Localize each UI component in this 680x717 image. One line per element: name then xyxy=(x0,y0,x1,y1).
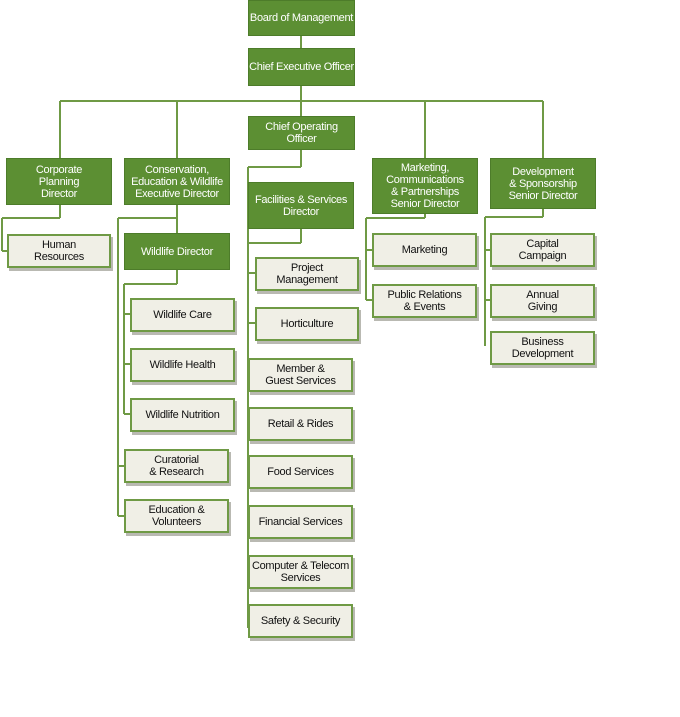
node-curatorial-research: Curatorial & Research xyxy=(124,449,229,483)
node-safety-security: Safety & Security xyxy=(248,604,353,638)
node-label: Corporate Planning Director xyxy=(35,163,83,200)
node-public-relations-events: Public Relations & Events xyxy=(372,284,477,318)
node-human-resources: Human Resources xyxy=(7,234,111,268)
node-development-senior-director: Development & Sponsorship Senior Directo… xyxy=(490,158,596,209)
node-label: Chief Operating Officer xyxy=(265,121,338,145)
node-education-volunteers: Education & Volunteers xyxy=(124,499,229,533)
node-label: Wildlife Care xyxy=(153,309,212,321)
node-food-services: Food Services xyxy=(248,455,353,489)
node-label: Conservation, Education & Wildlife Execu… xyxy=(131,163,223,200)
node-label: Chief Executive Officer xyxy=(249,61,354,73)
node-label: Education & Volunteers xyxy=(148,504,205,528)
node-label: Curatorial & Research xyxy=(149,454,204,478)
node-label: Capital Campaign xyxy=(518,238,567,262)
node-financial-services: Financial Services xyxy=(248,505,353,539)
node-conservation-executive-director: Conservation, Education & Wildlife Execu… xyxy=(124,158,230,205)
node-label: Project Management xyxy=(276,262,338,286)
node-label: Safety & Security xyxy=(260,615,341,627)
node-label: Board of Management xyxy=(249,12,354,24)
node-label: Annual Giving xyxy=(526,289,559,313)
node-label: Financial Services xyxy=(258,516,343,528)
node-project-management: Project Management xyxy=(255,257,359,291)
node-wildlife-director: Wildlife Director xyxy=(124,233,230,270)
node-annual-giving: Annual Giving xyxy=(490,284,595,318)
node-facilities-services-director: Facilities & Services Director xyxy=(248,182,354,229)
node-label: Retail & Rides xyxy=(267,418,334,430)
node-marketing-senior-director: Marketing, Communications & Partnerships… xyxy=(372,158,478,214)
node-label: Food Services xyxy=(267,466,334,478)
node-wildlife-nutrition: Wildlife Nutrition xyxy=(130,398,235,432)
node-label: Computer & Telecom Services xyxy=(251,560,350,584)
node-label: Marketing, Communications & Partnerships… xyxy=(386,162,464,210)
node-label: Wildlife Nutrition xyxy=(145,409,220,421)
node-horticulture: Horticulture xyxy=(255,307,359,341)
node-label: Development & Sponsorship Senior Directo… xyxy=(508,165,578,202)
node-computer-telecom-services: Computer & Telecom Services xyxy=(248,555,353,589)
node-chief-executive-officer: Chief Executive Officer xyxy=(248,48,355,86)
node-label: Horticulture xyxy=(280,318,334,330)
node-label: Wildlife Health xyxy=(149,359,216,371)
node-retail-rides: Retail & Rides xyxy=(248,407,353,441)
node-business-development: Business Development xyxy=(490,331,595,365)
node-wildlife-care: Wildlife Care xyxy=(130,298,235,332)
node-member-guest-services: Member & Guest Services xyxy=(248,358,353,392)
node-label: Human Resources xyxy=(34,239,84,263)
node-label: Facilities & Services Director xyxy=(254,193,348,218)
node-label: Member & Guest Services xyxy=(265,363,336,387)
node-label: Business Development xyxy=(511,336,574,360)
node-marketing: Marketing xyxy=(372,233,477,267)
node-wildlife-health: Wildlife Health xyxy=(130,348,235,382)
node-chief-operating-officer: Chief Operating Officer xyxy=(248,116,355,150)
node-label: Public Relations & Events xyxy=(387,289,462,313)
node-label: Wildlife Director xyxy=(141,245,213,258)
node-capital-campaign: Capital Campaign xyxy=(490,233,595,267)
node-corporate-planning-director: Corporate Planning Director xyxy=(6,158,112,205)
node-board-of-management: Board of Management xyxy=(248,0,355,36)
node-label: Marketing xyxy=(401,244,448,256)
